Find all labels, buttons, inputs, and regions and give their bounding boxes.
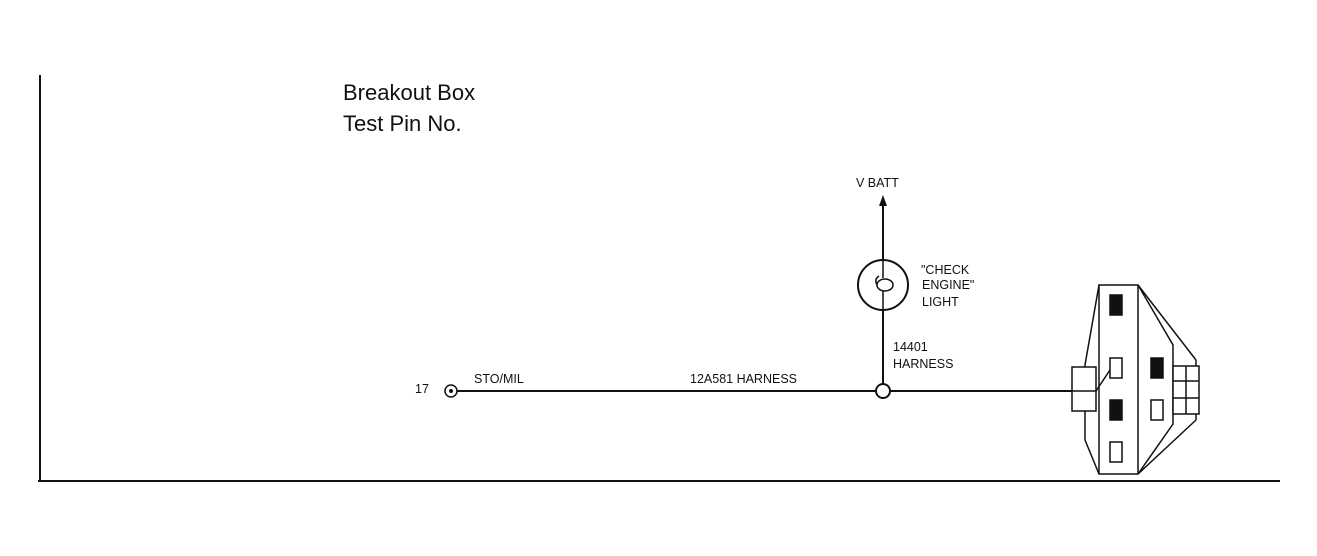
check-engine-lamp-icon — [857, 259, 909, 311]
header-breakout-box: Breakout Box — [343, 80, 475, 105]
branch-harness-number: 14401 — [893, 340, 928, 354]
header-test-pin-no: Test Pin No. — [343, 111, 462, 136]
lamp-label-line2: ENGINE" — [922, 278, 974, 292]
harness-connector-icon — [1071, 284, 1200, 475]
test-pin-number: 17 — [415, 382, 429, 396]
vbatt-label: V BATT — [856, 176, 899, 190]
main-harness-label: 12A581 HARNESS — [690, 372, 797, 386]
branch-harness-label: HARNESS — [893, 357, 953, 371]
splice-node — [875, 383, 891, 399]
lamp-label-line3: LIGHT — [922, 295, 959, 309]
test-pin-signal-label: STO/MIL — [474, 372, 524, 386]
test-pin-terminal — [444, 384, 458, 398]
lamp-label-line1: "CHECK — [921, 263, 970, 277]
vbatt-arrow-icon — [879, 195, 887, 206]
